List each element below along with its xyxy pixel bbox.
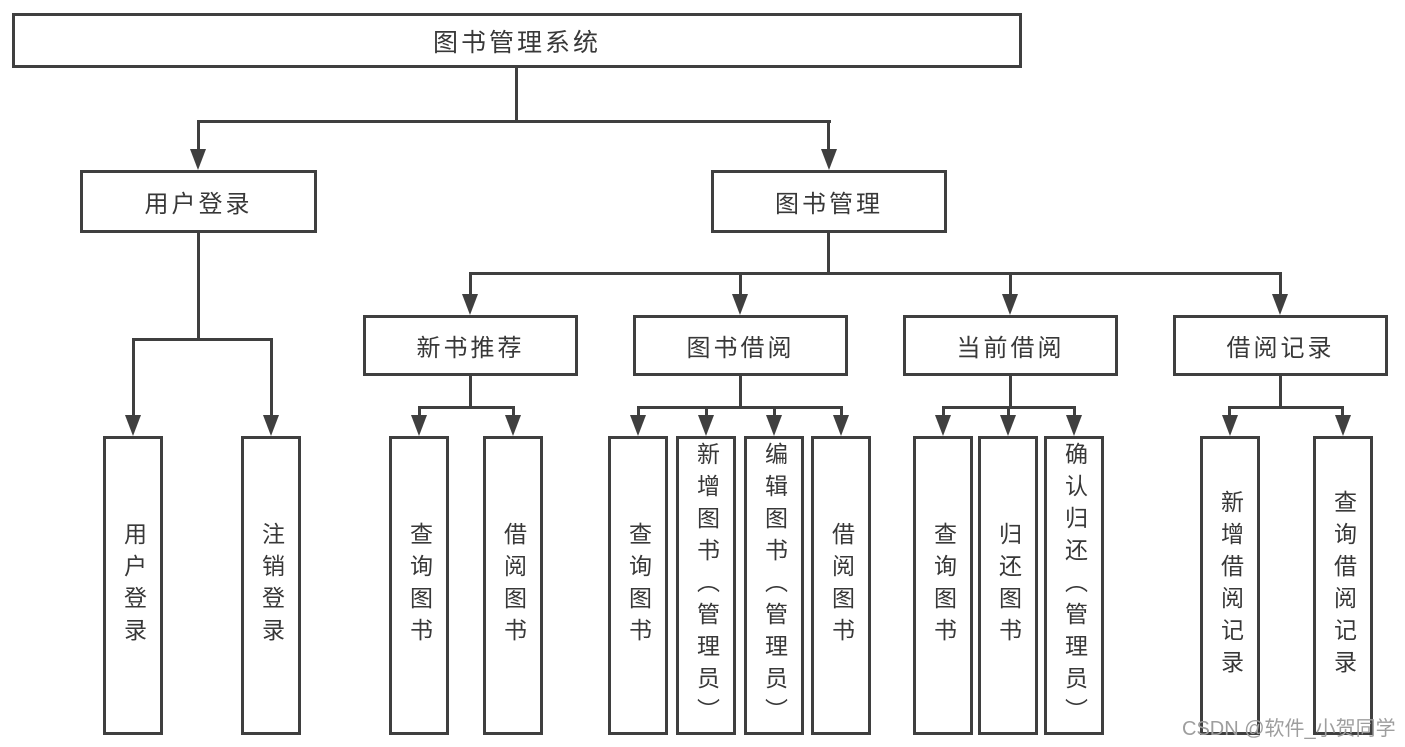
node-label: 查询图书 [625,521,652,650]
node-leaf-query-books-recommend: 查询图书 [389,436,449,735]
node-borrow-records: 借阅记录 [1173,315,1388,376]
connector-root-stem [515,68,518,121]
connector-leaf-drop [1341,406,1344,418]
node-label: 确认归还（管理员） [1061,441,1088,730]
connector-leaf-drop [705,406,708,418]
node-root: 图书管理系统 [12,13,1022,68]
node-label: 查询图书 [930,521,957,650]
watermark-text: CSDN @软件_小贺同学 [1182,718,1396,740]
node-new-book-recommend: 新书推荐 [363,315,578,376]
node-leaf-edit-book-admin: 编辑图书（管理员） [744,436,804,735]
arrow-down-icon [462,294,478,315]
node-book-management: 图书管理 [711,170,947,233]
node-user-login: 用户登录 [80,170,317,233]
connector-leaf-drop [512,406,515,418]
arrow-down-icon [505,415,521,436]
arrow-down-icon [1335,415,1351,436]
arrow-down-icon [630,415,646,436]
node-leaf-borrow-books-borrowing: 借阅图书 [811,436,871,735]
connector-leaf-drop [840,406,843,418]
node-leaf-user-login: 用户登录 [103,436,163,735]
connector-level3-drop [469,272,472,296]
connector-leaf-drop [1073,406,1076,418]
arrow-down-icon [766,415,782,436]
node-label: 新增借阅记录 [1217,489,1244,682]
connector-user-login-children-bar [132,338,273,341]
connector-level3-drop [1009,272,1012,296]
node-leaf-borrow-books-recommend: 借阅图书 [483,436,543,735]
arrow-down-icon [1222,415,1238,436]
node-label: 借阅图书 [500,521,527,650]
arrow-down-icon [698,415,714,436]
node-label: 用户登录 [120,521,147,650]
arrow-down-icon [1002,294,1018,315]
arrow-down-icon [732,294,748,315]
node-leaf-add-borrow-record: 新增借阅记录 [1200,436,1260,735]
connector-leaf-drop [418,406,421,418]
node-current-borrowing: 当前借阅 [903,315,1118,376]
arrow-down-icon [411,415,427,436]
connector-leaf-drop [132,338,135,416]
connector-leaf-drop [942,406,945,418]
connector-leaf-drop [1007,406,1010,418]
node-label: 归还图书 [995,521,1022,650]
connector-user-login-stem [197,233,200,340]
node-leaf-query-books-borrowing: 查询图书 [608,436,668,735]
arrow-down-icon [1066,415,1082,436]
arrow-down-icon [935,415,951,436]
node-label: 注销登录 [258,521,285,650]
connector-leaf-drop [270,338,273,416]
node-label: 编辑图书（管理员） [761,441,788,730]
connector-leaf-drop [1228,406,1231,418]
connector-borrow-records-children-bar [1228,406,1344,409]
arrow-down-icon [125,415,141,436]
node-label: 查询借阅记录 [1330,489,1357,682]
connector-book-borrowing-stem [739,376,742,408]
connector-level2-bar [197,120,831,123]
node-label: 查询图书 [406,521,433,650]
node-leaf-return-book: 归还图书 [978,436,1038,735]
arrow-down-icon [821,149,837,170]
connector-book-management-stem [827,233,830,274]
connector-new-book-children-bar [418,406,515,409]
arrow-down-icon [1272,294,1288,315]
arrow-down-icon [1000,415,1016,436]
node-book-borrowing: 图书借阅 [633,315,848,376]
connector-level3-bar [469,272,1282,275]
connector-user-login-drop [197,120,200,151]
node-leaf-query-books-current: 查询图书 [913,436,973,735]
connector-leaf-drop [637,406,640,418]
connector-level3-drop [1279,272,1282,296]
arrow-down-icon [190,149,206,170]
node-leaf-query-borrow-record: 查询借阅记录 [1313,436,1373,735]
node-leaf-add-book-admin: 新增图书（管理员） [676,436,736,735]
arrow-down-icon [833,415,849,436]
connector-book-management-drop [827,120,830,151]
connector-current-borrowing-stem [1009,376,1012,408]
connector-new-book-stem [469,376,472,408]
node-leaf-logout: 注销登录 [241,436,301,735]
connector-level3-drop [739,272,742,296]
arrow-down-icon [263,415,279,436]
node-leaf-confirm-return-admin: 确认归还（管理员） [1044,436,1104,735]
connector-book-borrowing-children-bar [637,406,843,409]
connector-borrow-records-stem [1279,376,1282,408]
connector-leaf-drop [773,406,776,418]
node-label: 新增图书（管理员） [693,441,720,730]
node-label: 借阅图书 [828,521,855,650]
